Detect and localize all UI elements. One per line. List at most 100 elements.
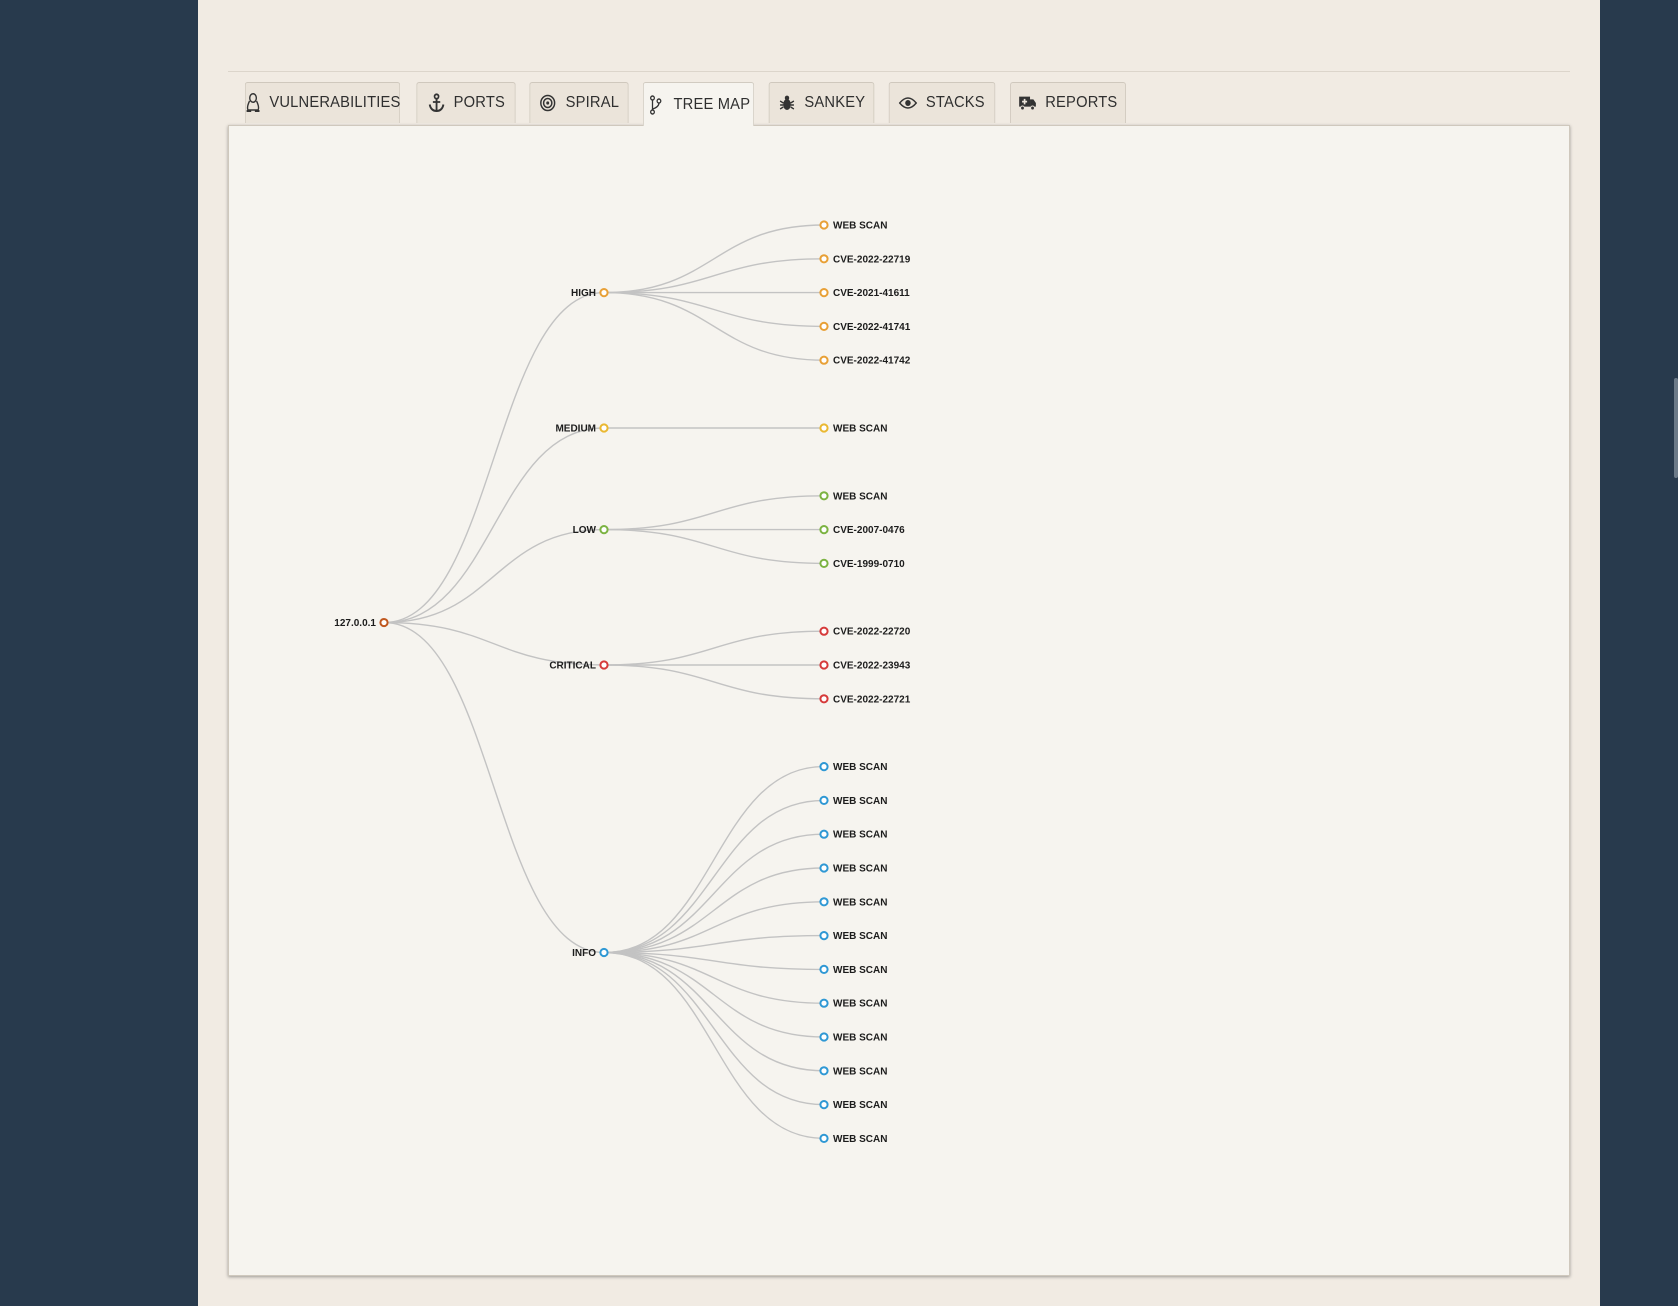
tab-stacks[interactable]: STACKS — [888, 82, 996, 123]
tree-node-circle[interactable] — [819, 897, 829, 907]
tree-map-chart[interactable]: 127.0.0.1 HIGH WEB SCAN CVE-2022-22719CVE-2… — [229, 126, 1569, 1275]
tree-node-label: CVE-2021-41611 — [833, 288, 910, 299]
tab-reports[interactable]: REPORTS — [1010, 82, 1126, 123]
tree-node-low[interactable]: LOW — [573, 525, 609, 536]
tree-node-label: WEB SCAN — [833, 491, 887, 502]
tree-node-info[interactable]: INFO — [572, 947, 609, 959]
tree-leaf-info-web-scan-8[interactable]: WEB SCAN — [819, 1032, 887, 1044]
tree-node-circle[interactable] — [819, 220, 829, 230]
tree-leaf-low-cve-2007-0476-1[interactable]: CVE-2007-0476 — [819, 525, 905, 536]
tree-leaf-high-cve-2022-41741-3[interactable]: CVE-2022-41741 — [819, 321, 911, 333]
tree-link-high-1 — [603, 258, 825, 294]
tree-node-circle[interactable] — [819, 288, 829, 298]
tree-leaf-info-web-scan-10[interactable]: WEB SCAN — [819, 1100, 887, 1111]
linux-penguin-icon — [244, 93, 261, 113]
tree-link-info-7 — [603, 951, 825, 1004]
tree-leaf-info-web-scan-5[interactable]: WEB SCAN — [819, 931, 887, 942]
tree-node-label: MEDIUM — [555, 424, 596, 435]
tab-sankey[interactable]: SANKEY — [768, 82, 875, 123]
tab-label: PORTS — [453, 94, 506, 111]
tab-vulnerabilities[interactable]: VULNERABILITIES — [244, 82, 400, 123]
tree-node-circle[interactable] — [819, 1100, 829, 1110]
header-divider — [228, 71, 1570, 72]
tree-node-circle[interactable] — [599, 525, 609, 535]
tree-node-label: WEB SCAN — [833, 1100, 887, 1111]
tree-leaf-critical-cve-2022-22721-2[interactable]: CVE-2022-22721 — [819, 694, 911, 705]
tree-node-high[interactable]: HIGH — [571, 288, 609, 299]
tree-node-label: HIGH — [571, 288, 596, 299]
tree-node-label: WEB SCAN — [833, 762, 887, 773]
tree-link-high-0 — [603, 224, 825, 294]
tree-node-circle[interactable] — [599, 288, 609, 298]
tree-node-circle[interactable] — [819, 1032, 829, 1042]
tree-link-critical-2 — [603, 664, 825, 700]
tree-node-label: CVE-2022-41741 — [833, 322, 911, 333]
tree-link-critical-0 — [603, 630, 825, 666]
tree-leaf-high-web-scan-0[interactable]: WEB SCAN — [819, 220, 887, 232]
tree-leaf-low-cve-1999-0710-2[interactable]: CVE-1999-0710 — [819, 558, 905, 570]
tree-node-circle[interactable] — [819, 1066, 829, 1076]
tree-leaf-critical-cve-2022-23943-1[interactable]: CVE-2022-23943 — [819, 660, 911, 672]
tree-link-info-1 — [603, 799, 825, 954]
tree-leaf-info-web-scan-4[interactable]: WEB SCAN — [819, 897, 887, 908]
tree-node-circle[interactable] — [819, 829, 829, 839]
code-branch-icon — [647, 94, 665, 115]
tree-link-low-2 — [603, 528, 825, 565]
tree-node-circle[interactable] — [599, 947, 609, 958]
tree-node-label: WEB SCAN — [833, 864, 887, 875]
tab-label: REPORTS — [1045, 94, 1118, 111]
target-circle-icon — [539, 93, 557, 113]
tree-link-info-8 — [603, 951, 825, 1038]
tree-leaf-info-web-scan-7[interactable]: WEB SCAN — [819, 998, 887, 1010]
tree-node-circle[interactable] — [819, 254, 829, 264]
tree-node-critical[interactable]: CRITICAL — [549, 660, 609, 672]
tree-link-info-4 — [603, 901, 825, 954]
tab-tree-map[interactable]: TREE MAP — [642, 82, 755, 126]
tree-node-circle[interactable] — [819, 355, 829, 365]
tree-leaf-info-web-scan-9[interactable]: WEB SCAN — [819, 1066, 887, 1077]
tree-node-circle[interactable] — [819, 558, 829, 568]
tree-node-circle[interactable] — [819, 321, 829, 331]
tree-leaf-info-web-scan-3[interactable]: WEB SCAN — [819, 863, 887, 875]
tab-spiral[interactable]: SPIRAL — [529, 82, 629, 123]
tree-leaf-info-web-scan-0[interactable]: WEB SCAN — [819, 762, 887, 773]
tree-node-label: WEB SCAN — [833, 424, 887, 435]
tree-node-label: CVE-2022-23943 — [833, 661, 911, 672]
tree-node-label: CRITICAL — [549, 661, 596, 672]
tree-node-circle[interactable] — [599, 423, 609, 433]
tree-leaf-low-web-scan-0[interactable]: WEB SCAN — [819, 491, 887, 502]
tree-node-circle[interactable] — [819, 998, 829, 1008]
tree-node-circle[interactable] — [599, 660, 609, 670]
tree-node-circle[interactable] — [819, 491, 829, 501]
tree-leaf-high-cve-2021-41611-2[interactable]: CVE-2021-41611 — [819, 288, 910, 299]
tree-node-circle[interactable] — [819, 964, 829, 975]
tree-node-circle[interactable] — [819, 694, 829, 704]
tree-node-medium[interactable]: MEDIUM — [555, 423, 609, 435]
tree-node-label: WEB SCAN — [833, 999, 887, 1010]
tree-leaf-medium-web-scan-0[interactable]: WEB SCAN — [819, 423, 887, 435]
tree-node-label: WEB SCAN — [833, 931, 887, 942]
tree-leaf-info-web-scan-2[interactable]: WEB SCAN — [819, 829, 887, 841]
main-page: VULNERABILITIES PORTS SPIRAL TREE MAP SA… — [198, 0, 1600, 1306]
tree-node-circle[interactable] — [819, 931, 829, 941]
tree-node-circle[interactable] — [819, 660, 829, 670]
scrollbar-thumb[interactable] — [1674, 378, 1678, 478]
tree-node-circle[interactable] — [819, 1133, 829, 1144]
tree-node-circle[interactable] — [819, 762, 829, 772]
tree-node-root[interactable]: 127.0.0.1 — [334, 617, 389, 629]
tree-node-circle[interactable] — [379, 617, 389, 628]
tree-leaf-info-web-scan-1[interactable]: WEB SCAN — [819, 795, 887, 807]
tree-leaf-high-cve-2022-41742-4[interactable]: CVE-2022-41742 — [819, 355, 911, 367]
tree-leaf-info-web-scan-6[interactable]: WEB SCAN — [819, 964, 887, 976]
tree-node-label: CVE-1999-0710 — [833, 559, 905, 570]
tree-leaf-info-web-scan-11[interactable]: WEB SCAN — [819, 1133, 887, 1145]
tree-leaf-critical-cve-2022-22720-0[interactable]: CVE-2022-22720 — [819, 626, 911, 638]
tree-node-circle[interactable] — [819, 525, 829, 535]
tree-leaf-high-cve-2022-22719-1[interactable]: CVE-2022-22719 — [819, 254, 911, 265]
tree-link-low-0 — [603, 495, 825, 531]
tree-node-circle[interactable] — [819, 423, 829, 433]
tab-ports[interactable]: PORTS — [416, 82, 516, 123]
tree-node-circle[interactable] — [819, 863, 829, 873]
tree-node-circle[interactable] — [819, 795, 829, 806]
tree-node-circle[interactable] — [819, 626, 829, 636]
